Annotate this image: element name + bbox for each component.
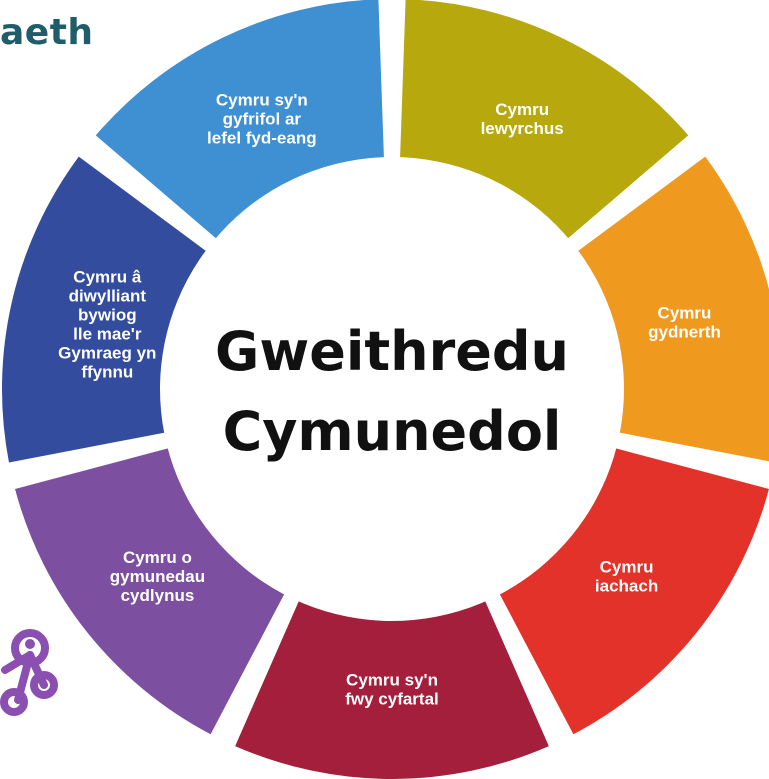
segment-label-line: Cymru sy'n: [346, 671, 438, 690]
segment-label-line: gyfrifol ar: [223, 110, 302, 129]
segment-label-line: Cymru o: [123, 548, 192, 567]
segment-label-line: Cymru: [658, 304, 712, 323]
segment-label-line: iachach: [595, 577, 658, 596]
header-title-fragment: aeth: [0, 12, 94, 53]
segment-label-line: lle mae'r: [73, 325, 142, 344]
wheel-segment-4: [235, 576, 549, 779]
center-circle: [160, 157, 624, 621]
segment-label-line: gymunedau: [110, 567, 205, 586]
segment-label-line: Cymru: [600, 558, 654, 577]
segment-label-line: Cymru sy'n: [216, 91, 308, 110]
segment-label-line: cydlynus: [121, 586, 195, 605]
segment-label-line: Cymru â: [73, 268, 142, 287]
segment-label-line: gydnerth: [648, 323, 721, 342]
segment-label-line: Gymraeg yn: [58, 344, 156, 363]
center-label-line-2: Cymunedol: [223, 400, 562, 463]
segment-label-line: diwylliant: [69, 287, 147, 306]
segment-label-line: lefel fyd-eang: [207, 129, 317, 148]
segment-label-line: fwy cyfartal: [345, 690, 439, 709]
segment-label-line: Cymru: [495, 100, 549, 119]
segment-label-line: ffynnu: [81, 363, 133, 382]
network-people-icon: [0, 629, 58, 716]
segment-label-line: bywiog: [78, 306, 137, 325]
center-label-line-1: Gweithredu: [215, 320, 569, 383]
segment-label-line: lewyrchus: [481, 119, 564, 138]
